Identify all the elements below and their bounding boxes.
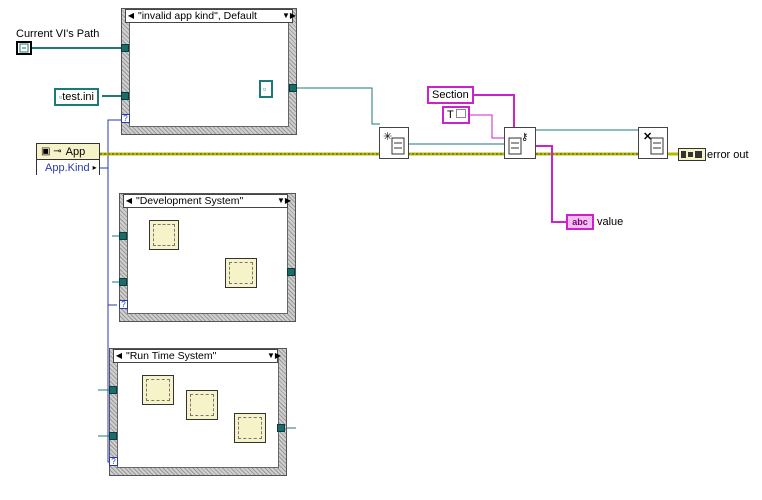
error-out-indicator[interactable] [678, 148, 706, 161]
bool-box-icon [455, 109, 466, 118]
app-ref-icon: ▣ ⊸ [41, 146, 62, 157]
next-case-icon[interactable]: ▼▶ [267, 351, 282, 360]
case-tunnel-out [289, 84, 297, 92]
current-vi-path-label: Current VI's Path [16, 28, 100, 40]
case-tunnel-path [121, 44, 129, 52]
svg-text:⚷: ⚷ [521, 132, 528, 143]
selector-terminal-text: ? [111, 457, 116, 466]
case-selector-bot[interactable]: ◀ "Run Time System" ▼▶ [113, 349, 282, 363]
subvi-build-path-2[interactable] [225, 258, 257, 288]
case-selector-top[interactable]: ◀ "invalid app kind", Default ▼▶ [125, 9, 297, 23]
close-config-icon: ✕ [643, 131, 664, 155]
close-config-data-node[interactable]: ✕ [638, 127, 668, 159]
case-tunnel-out [287, 268, 295, 276]
current-vi-path-node[interactable] [16, 41, 32, 55]
selector-terminal-text: ? [123, 114, 128, 123]
next-case-icon[interactable]: ▼▶ [277, 196, 292, 205]
case-structure-invalid-app-kind[interactable]: ◀ "invalid app kind", Default ▼▶ [121, 8, 297, 135]
read-key-node[interactable]: ⚷ [504, 127, 536, 159]
section-constant[interactable]: Section [427, 86, 474, 104]
prev-case-icon[interactable]: ◀ [127, 11, 135, 20]
subvi-strip-path-1[interactable] [142, 375, 174, 405]
case-selector-top-text: "invalid app kind", Default [138, 10, 257, 22]
case-tunnel-ini [121, 92, 129, 100]
arrow-right-icon: ▸ [92, 163, 97, 172]
empty-path-constant[interactable]: ▫ [259, 80, 273, 98]
selector-terminal-text: ? [121, 300, 126, 309]
case-selector-terminal: ? [121, 114, 130, 123]
svg-text:✕: ✕ [643, 131, 652, 143]
error-cluster-icon [681, 151, 702, 158]
case-selector-terminal: ? [109, 457, 118, 466]
bool-true-constant[interactable]: T [442, 106, 470, 124]
open-config-icon: ✳ [383, 131, 405, 155]
app-kind-property[interactable]: App.Kind [45, 161, 90, 174]
case-tunnel-out [277, 424, 285, 432]
test-ini-constant[interactable]: ▫test.ini [54, 88, 99, 106]
path-icon: ▫ [263, 84, 267, 94]
path-icon [19, 43, 29, 53]
prev-case-icon[interactable]: ◀ [115, 351, 123, 360]
case-tunnel-in-2 [119, 278, 127, 286]
case-selector-terminal: ? [119, 300, 128, 309]
app-property-node[interactable]: ▣ ⊸ App App.Kind ▸ [36, 143, 100, 175]
case-selector-bot-text: "Run Time System" [126, 350, 217, 362]
case-tunnel-in-1 [119, 232, 127, 240]
value-indicator[interactable]: abc [566, 214, 594, 230]
open-config-data-node[interactable]: ✳ [379, 127, 409, 159]
case-structure-development-system[interactable]: ◀ "Development System" ▼▶ [119, 193, 296, 322]
subvi-strip-path-2[interactable] [186, 390, 218, 420]
path-icon: ▫ [59, 92, 63, 102]
test-ini-text: test.ini [62, 91, 94, 103]
value-label: value [597, 216, 624, 228]
error-out-label: error out [707, 149, 749, 161]
subvi-build-path-3[interactable] [234, 413, 266, 443]
next-case-icon[interactable]: ▼▶ [282, 11, 297, 20]
read-key-icon: ⚷ [508, 132, 528, 155]
subvi-build-path-1[interactable] [149, 220, 179, 250]
case-tunnel-in-2 [109, 432, 117, 440]
app-ref-label: App [65, 145, 86, 158]
case-selector-mid-text: "Development System" [136, 195, 244, 207]
case-selector-mid[interactable]: ◀ "Development System" ▼▶ [123, 194, 292, 208]
prev-case-icon[interactable]: ◀ [125, 196, 133, 205]
bool-true-text: T [447, 109, 454, 121]
case-tunnel-in-1 [109, 386, 117, 394]
svg-text:✳: ✳ [383, 131, 392, 143]
